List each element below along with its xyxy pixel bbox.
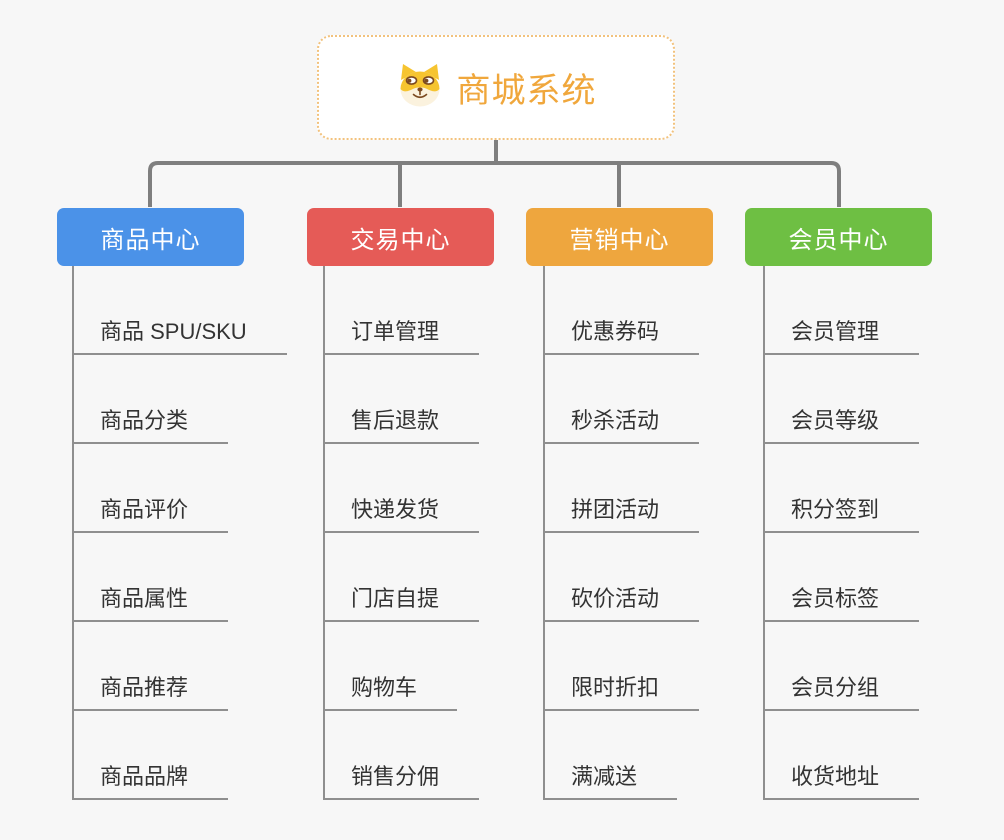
- branch-label: 营销中心: [569, 226, 670, 254]
- leaf-label[interactable]: 限时折扣: [545, 675, 700, 711]
- root-title: 商城系统: [456, 72, 597, 110]
- leaf-node: 砍价活动: [545, 533, 700, 622]
- leaf-node: 商品评价: [74, 444, 287, 533]
- leaf-node: 收货地址: [765, 711, 920, 800]
- leaf-node: 秒杀活动: [545, 355, 700, 444]
- leaf-label[interactable]: 会员管理: [765, 319, 920, 355]
- branch-label: 会员中心: [788, 226, 889, 254]
- branch-label: 交易中心: [350, 226, 451, 254]
- leaf-node: 门店自提: [325, 533, 480, 622]
- leaf-node: 快递发货: [325, 444, 480, 533]
- leaf-label[interactable]: 商品 SPU/SKU: [74, 319, 287, 355]
- leaf-label[interactable]: 销售分佣: [325, 764, 480, 800]
- leaf-label[interactable]: 拼团活动: [545, 497, 700, 533]
- branch-items: 订单管理 售后退款 快递发货 门店自提 购物车 销售分佣: [323, 266, 480, 800]
- leaf-label[interactable]: 满减送: [545, 764, 678, 800]
- branch-node[interactable]: 商品中心: [57, 208, 244, 266]
- leaf-node: 商品分类: [74, 355, 287, 444]
- branch-items: 商品 SPU/SKU 商品分类 商品评价 商品属性 商品推荐 商品品牌: [72, 266, 287, 800]
- leaf-node: 会员等级: [765, 355, 920, 444]
- leaf-node: 拼团活动: [545, 444, 700, 533]
- leaf-node: 商品推荐: [74, 622, 287, 711]
- branch-node[interactable]: 交易中心: [307, 208, 494, 266]
- leaf-label[interactable]: 商品品牌: [74, 764, 229, 800]
- leaf-node: 售后退款: [325, 355, 480, 444]
- root-node[interactable]: 商城系统: [317, 35, 675, 140]
- leaf-node: 商品品牌: [74, 711, 287, 800]
- branch-label: 商品中心: [100, 226, 201, 254]
- leaf-label[interactable]: 商品评价: [74, 497, 229, 533]
- leaf-label[interactable]: 会员等级: [765, 408, 920, 444]
- leaf-label[interactable]: 收货地址: [765, 764, 920, 800]
- leaf-label[interactable]: 购物车: [325, 675, 458, 711]
- branch-items: 优惠券码 秒杀活动 拼团活动 砍价活动 限时折扣 满减送: [543, 266, 700, 800]
- branch-items: 会员管理 会员等级 积分签到 会员标签 会员分组 收货地址: [763, 266, 920, 800]
- leaf-label[interactable]: 秒杀活动: [545, 408, 700, 444]
- branch-node[interactable]: 会员中心: [745, 208, 932, 266]
- leaf-node: 会员分组: [765, 622, 920, 711]
- leaf-node: 订单管理: [325, 266, 480, 355]
- leaf-node: 限时折扣: [545, 622, 700, 711]
- leaf-label[interactable]: 商品属性: [74, 586, 229, 622]
- leaf-label[interactable]: 商品推荐: [74, 675, 229, 711]
- leaf-node: 积分签到: [765, 444, 920, 533]
- leaf-label[interactable]: 订单管理: [325, 319, 480, 355]
- leaf-label[interactable]: 会员标签: [765, 586, 920, 622]
- leaf-node: 销售分佣: [325, 711, 480, 800]
- leaf-node: 会员管理: [765, 266, 920, 355]
- leaf-node: 满减送: [545, 711, 699, 800]
- leaf-label[interactable]: 砍价活动: [545, 586, 700, 622]
- leaf-label[interactable]: 会员分组: [765, 675, 920, 711]
- leaf-label[interactable]: 优惠券码: [545, 319, 700, 355]
- leaf-label[interactable]: 商品分类: [74, 408, 229, 444]
- branch-node[interactable]: 营销中心: [526, 208, 713, 266]
- leaf-node: 商品 SPU/SKU: [74, 266, 287, 355]
- shiba-dog-icon: [396, 63, 444, 112]
- leaf-label[interactable]: 积分签到: [765, 497, 920, 533]
- leaf-node: 优惠券码: [545, 266, 700, 355]
- leaf-node: 商品属性: [74, 533, 287, 622]
- leaf-node: 会员标签: [765, 533, 920, 622]
- leaf-label[interactable]: 售后退款: [325, 408, 480, 444]
- leaf-node: 购物车: [325, 622, 479, 711]
- leaf-label[interactable]: 快递发货: [325, 497, 480, 533]
- leaf-label[interactable]: 门店自提: [325, 586, 480, 622]
